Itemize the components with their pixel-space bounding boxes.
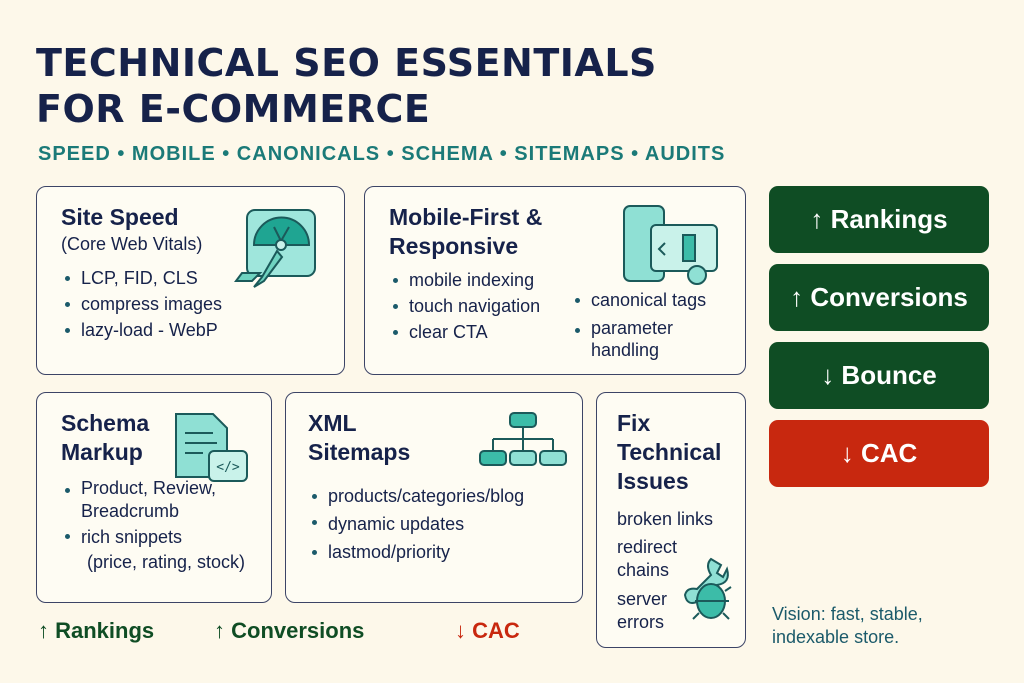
card-title: Fix xyxy=(617,410,651,436)
card-schema-markup: Schema Markup Product, Review, Breadcrum… xyxy=(36,392,272,603)
bottom-rankings: ↑ Rankings xyxy=(38,618,155,643)
subtitle: SPEED • MOBILE • CANONICALS • SCHEMA • S… xyxy=(38,143,726,165)
list-item: server xyxy=(617,589,668,609)
list-item: clear CTA xyxy=(389,319,721,345)
list-item: touch navigation xyxy=(389,293,721,319)
wrench-bug-icon xyxy=(683,557,732,620)
list-item: (price, rating, stock) xyxy=(87,552,246,572)
card-fix-technical-issues: Fix Technical Issues broken links redire… xyxy=(596,392,746,648)
list-item: products/categories/blog xyxy=(308,483,560,509)
list-item: canonical tags xyxy=(571,287,706,313)
badge-bounce: ↓ Bounce xyxy=(769,342,989,409)
list-item: Breadcrumb xyxy=(81,501,180,521)
list-item: redirect xyxy=(617,537,678,557)
list-item: parameter xyxy=(571,317,706,339)
card-xml-sitemaps: XML Sitemaps products/categories/blog dy… xyxy=(285,392,583,603)
list-item: chains xyxy=(617,560,670,580)
list-item: lazy-load - WebP xyxy=(61,317,320,343)
badge-rankings: ↑ Rankings xyxy=(769,186,989,253)
card-title: Technical xyxy=(617,439,722,465)
card-subtitle: (Core Web Vitals) xyxy=(61,234,203,254)
list-item: Product, Review, xyxy=(61,477,247,500)
card-mobile-first: Mobile-First & Responsive mobile indexin… xyxy=(364,186,746,375)
list-item: broken links xyxy=(617,509,714,529)
mobile-devices-icon xyxy=(623,205,718,285)
bottom-cac: ↓ CAC xyxy=(455,618,520,643)
card-title: Sitemaps xyxy=(308,439,411,465)
card-title: Issues xyxy=(617,468,689,494)
card-title: XML xyxy=(308,410,357,436)
badge-cac: ↓ CAC xyxy=(769,420,989,487)
svg-text:</>: </> xyxy=(216,460,240,475)
list-item: lastmod/priority xyxy=(308,539,560,565)
list-item: handling xyxy=(591,340,660,360)
list-item: rich snippets xyxy=(61,523,247,551)
card-site-speed: Site Speed (Core Web Vitals) LCP, FID, C… xyxy=(36,186,345,375)
sitemap-tree-icon xyxy=(479,412,567,466)
list-item: errors xyxy=(617,612,665,632)
list-item: dynamic updates xyxy=(308,509,560,539)
bottom-conversions: ↑ Conversions xyxy=(214,618,365,643)
page-title: TECHNICAL SEO ESSENTIALS FOR E-COMMERCE xyxy=(36,41,657,131)
card-title: Site Speed xyxy=(61,204,179,230)
vision-statement: Vision: fast, stable, indexable store. xyxy=(772,604,923,647)
badge-conversions: ↑ Conversions xyxy=(769,264,989,331)
card-title: Markup xyxy=(61,439,143,465)
list-item: LCP, FID, CLS xyxy=(61,265,320,291)
card-title: Schema xyxy=(61,410,150,436)
speedometer-rocket-icon xyxy=(234,209,316,288)
list-item: mobile indexing xyxy=(389,267,721,293)
list-item: compress images xyxy=(61,291,320,317)
card-title: Mobile-First & xyxy=(389,204,543,230)
code-document-icon: </> xyxy=(175,413,248,482)
card-title: Responsive xyxy=(389,233,519,259)
